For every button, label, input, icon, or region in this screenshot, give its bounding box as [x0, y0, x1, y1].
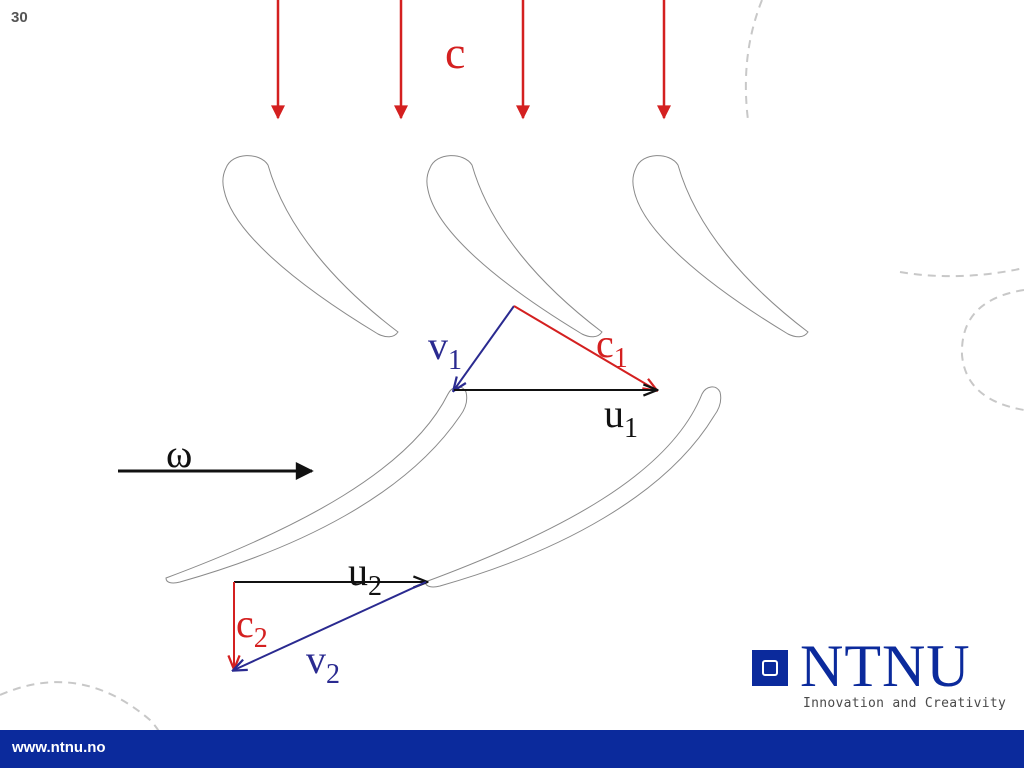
stator-blade	[426, 155, 603, 338]
c2-label: c2	[236, 601, 268, 653]
v1-label-base: v	[428, 323, 448, 368]
omega-label: ω	[166, 431, 193, 476]
v2-label: v2	[306, 637, 340, 689]
c1-label: c1	[596, 321, 628, 373]
v2-vector	[234, 581, 427, 670]
inlet-velocity-triangle	[454, 305, 656, 390]
footer-bar	[0, 730, 1024, 768]
u2-label-sub: 2	[368, 571, 382, 602]
arc-top-right	[744, 0, 763, 121]
stator-blades	[222, 155, 809, 338]
u2-label-base: u	[348, 549, 368, 594]
c1-label-base: c	[596, 321, 614, 366]
inlet-velocity-label: c	[445, 27, 466, 78]
logo-square-icon	[762, 660, 778, 676]
slide-number: 30	[11, 9, 28, 26]
v2-label-base: v	[306, 637, 326, 682]
rotor-blade	[165, 386, 468, 584]
stator-blade	[632, 155, 809, 338]
c2-label-base: c	[236, 601, 254, 646]
c1-label-sub: 1	[613, 343, 628, 374]
inlet-flow-arrows	[271, 0, 671, 120]
c2-label-sub: 2	[253, 623, 268, 654]
rotor-blades	[165, 386, 722, 588]
v1-vector	[454, 305, 515, 390]
c1-vector	[513, 305, 656, 390]
v1-label: v1	[428, 323, 462, 375]
ntnu-logo-icon	[752, 650, 788, 686]
footer-url[interactable]: www.ntnu.no	[12, 739, 106, 756]
u1-label-base: u	[604, 391, 624, 436]
logo-tagline: Innovation and Creativity	[803, 696, 1007, 711]
rotor-blade	[424, 386, 722, 588]
u1-label: u1	[604, 391, 638, 443]
stator-blade	[222, 155, 399, 338]
ntnu-logo-text: NTNU	[800, 633, 971, 699]
outlet-velocity-triangle	[234, 582, 426, 670]
arc-right	[899, 267, 1024, 278]
u2-label: u2	[348, 549, 382, 601]
arc-right-circle	[960, 289, 1024, 411]
u1-label-sub: 1	[624, 413, 638, 444]
v2-label-sub: 2	[326, 659, 340, 690]
v1-label-sub: 1	[448, 345, 462, 376]
